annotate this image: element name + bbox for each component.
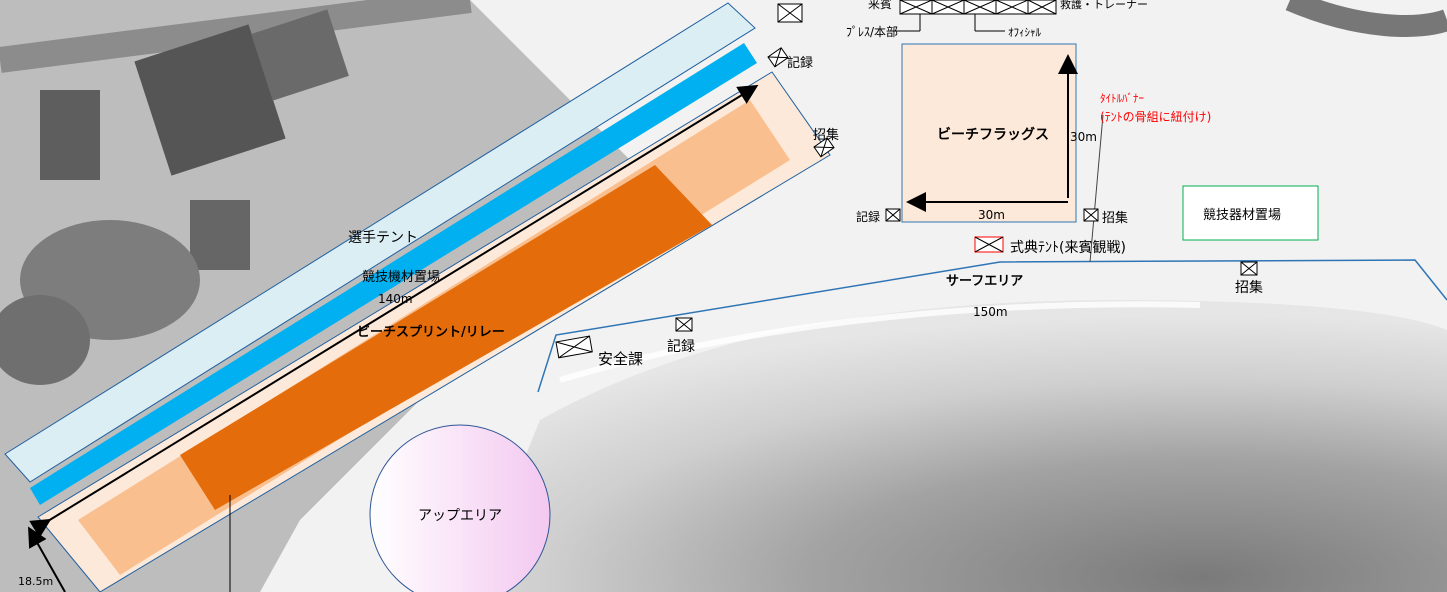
tent-icon bbox=[995, 0, 1029, 15]
sprint-length-arrow bbox=[29, 84, 759, 538]
beach-sprint-label: ビーチスプリント/リレー bbox=[357, 324, 505, 340]
station-icon bbox=[777, 3, 803, 23]
call-station-label: 招集 bbox=[813, 127, 839, 143]
tent-icon bbox=[899, 0, 933, 15]
beach-flags-label: ビーチフラッグス bbox=[937, 126, 1049, 143]
safety-station-label: 安全課 bbox=[598, 350, 643, 368]
safety-station-icon bbox=[555, 335, 593, 359]
sprint-width-label: 18.5m bbox=[18, 575, 53, 588]
flags-height-label: 30m bbox=[1070, 130, 1097, 144]
call-station-icon bbox=[813, 137, 835, 158]
athlete-tent-label: 選手テント bbox=[348, 230, 418, 246]
equipment-area-right-label: 競技器材置場 bbox=[1203, 208, 1281, 223]
title-banner-label: ﾀｲﾄﾙﾊﾞﾅｰ bbox=[1100, 92, 1144, 105]
first-aid-tent-label: 救護・トレーナー bbox=[1060, 0, 1148, 11]
press-tent-label: ﾌﾟﾚｽ/本部 bbox=[846, 24, 898, 39]
equipment-area-right bbox=[1182, 185, 1319, 241]
flags-width-label: 30m bbox=[978, 208, 1005, 222]
up-area bbox=[369, 424, 551, 592]
building bbox=[190, 200, 250, 270]
sprint-width-arrow bbox=[28, 526, 66, 592]
call-station-label: 招集 bbox=[1235, 279, 1263, 296]
record-station-label: 記録 bbox=[856, 209, 880, 224]
record-station-icon bbox=[675, 317, 693, 332]
record-station-icon bbox=[767, 47, 789, 68]
banner-pointer bbox=[1089, 114, 1104, 263]
building bbox=[251, 9, 349, 101]
tent-icon bbox=[931, 0, 965, 15]
tent-icon bbox=[963, 0, 997, 15]
surf-area-label: サーフエリア bbox=[946, 274, 1023, 289]
call-station-icon bbox=[1240, 261, 1258, 276]
building bbox=[40, 90, 100, 180]
record-station-icon bbox=[885, 208, 901, 222]
ceremony-tent-icon bbox=[974, 236, 1004, 253]
beach-flags-area bbox=[901, 43, 1077, 223]
ceremony-tent-label: 式典ﾃﾝﾄ(来賓観戦) bbox=[1010, 239, 1126, 256]
record-station-label: 記録 bbox=[667, 338, 695, 355]
road-right bbox=[1285, 0, 1447, 37]
record-station-label: 記録 bbox=[787, 55, 813, 71]
call-station-label: 招集 bbox=[1102, 210, 1128, 226]
tent-icon bbox=[1027, 0, 1057, 15]
title-banner-note: (ﾃﾝﾄの骨組に紐付け) bbox=[1100, 110, 1211, 124]
surf-length-label: 150m bbox=[973, 305, 1008, 319]
up-area-label: アップエリア bbox=[418, 508, 502, 524]
sprint-length-label: 140m bbox=[378, 292, 413, 306]
official-tent-label: ｵﾌｨｼｬﾙ bbox=[1008, 26, 1041, 39]
equipment-area-left-label: 競技機材置場 bbox=[362, 270, 440, 285]
guests-tent-label: 来賓 bbox=[868, 0, 892, 11]
surf-area-boundary bbox=[537, 259, 1447, 393]
call-station-icon bbox=[1083, 208, 1099, 222]
tent-row bbox=[899, 0, 1057, 15]
